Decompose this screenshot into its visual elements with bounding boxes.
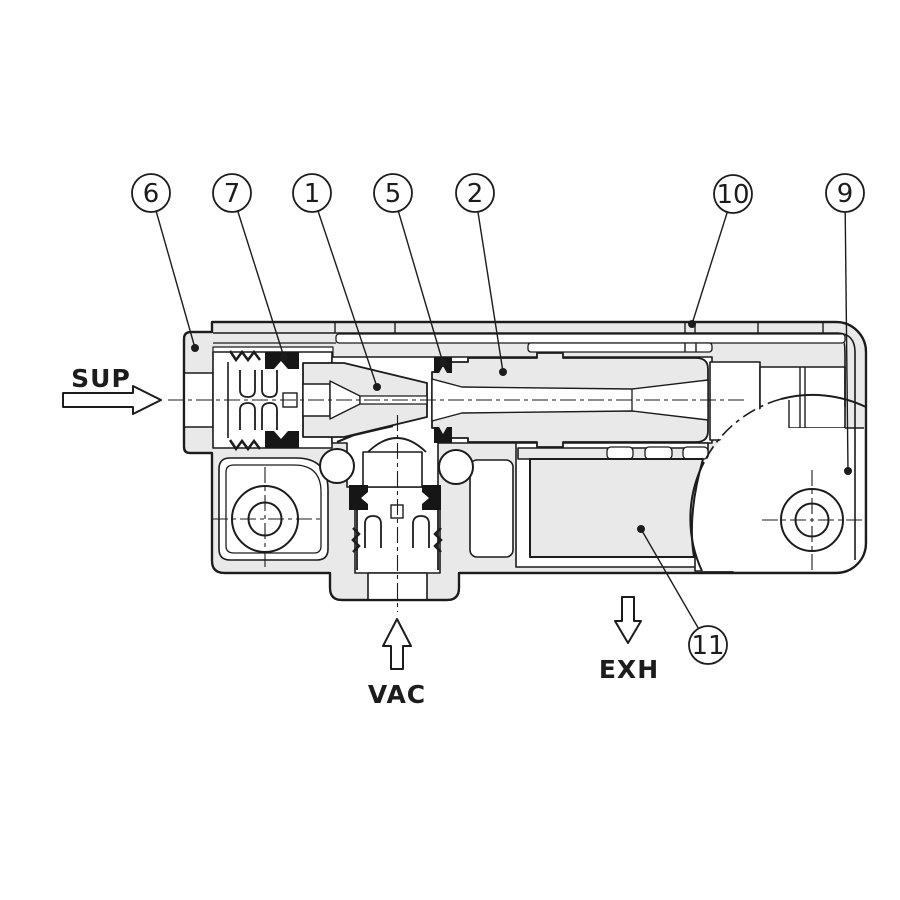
callout-6: 6 xyxy=(131,173,199,352)
callout-10: 10 xyxy=(688,174,753,328)
silencer-slot xyxy=(644,446,673,460)
silencer-slot xyxy=(682,446,709,460)
callout-number-11: 11 xyxy=(691,631,724,661)
vac-stem xyxy=(362,451,423,488)
callout-number-9: 9 xyxy=(837,179,854,209)
vac-seal-left xyxy=(349,485,368,510)
sup-grip-spring-bottom xyxy=(228,438,261,452)
vac-collet-finger xyxy=(412,515,430,548)
end-boss-arc xyxy=(689,393,867,572)
left-mounting-pocket-inner xyxy=(225,464,322,554)
sup-label: SUP xyxy=(71,364,131,393)
callout-11: 11 xyxy=(637,525,728,665)
check-valve-flapper xyxy=(336,424,394,444)
vacuum-passage-hole-left xyxy=(319,448,355,484)
sup-grip-spring-top xyxy=(228,349,261,363)
vacuum-passage-hole-right xyxy=(438,449,474,485)
vac-flow-arrow-icon xyxy=(382,618,412,670)
silencer-element xyxy=(529,458,704,558)
callout-balloon-2 xyxy=(455,173,495,213)
sup-flow-arrow-icon xyxy=(62,385,162,415)
callout-number-7: 7 xyxy=(224,179,241,209)
end-boss-face xyxy=(691,399,864,571)
callouts: 6 7 1 5 2 10 9 xyxy=(131,173,865,665)
cover-plate-lines xyxy=(213,322,864,560)
callout-1: 1 xyxy=(292,173,381,391)
exh-flow-arrow-icon xyxy=(614,596,642,644)
vac-grip-spring-right xyxy=(433,527,443,553)
callout-balloon-11 xyxy=(688,625,728,665)
vac-label: VAC xyxy=(368,680,426,709)
callout-balloon-9 xyxy=(825,173,865,213)
callout-balloon-7 xyxy=(212,173,252,213)
callout-number-1: 1 xyxy=(304,179,321,209)
callout-2: 2 xyxy=(455,173,507,376)
sup-seal-top xyxy=(265,352,299,369)
mounting-hole-right xyxy=(762,470,862,570)
callout-balloon-6 xyxy=(131,173,171,213)
callout-balloon-5 xyxy=(373,173,413,213)
shell-wrap-line xyxy=(843,342,846,407)
boss-arc-solid-right xyxy=(780,393,867,408)
centerlines xyxy=(168,399,745,612)
callout-9: 9 xyxy=(825,173,865,475)
body-outline-overstroke xyxy=(182,320,868,602)
pilot-channel xyxy=(527,342,713,353)
mounting-hole-left xyxy=(212,467,322,570)
mid-pocket xyxy=(469,459,514,558)
boss-arc-dashdot xyxy=(703,398,782,463)
sup-seal-bottom xyxy=(265,431,299,448)
port-annotations: SUP VAC EXH xyxy=(62,364,659,709)
sup-collet-finger xyxy=(239,370,256,398)
exh-label: EXH xyxy=(599,655,659,684)
upper-plate-channel xyxy=(335,333,846,344)
diffuser-seal-bottom xyxy=(434,427,452,443)
sup-collet-finger xyxy=(261,402,278,430)
sup-collet-finger xyxy=(261,370,278,398)
callout-balloon-10 xyxy=(713,174,753,214)
callout-number-6: 6 xyxy=(143,179,160,209)
callout-7: 7 xyxy=(212,173,288,361)
vac-collet-finger xyxy=(364,515,382,548)
vac-seal-right xyxy=(422,485,441,510)
callout-balloon-1 xyxy=(292,173,332,213)
silencer-slot xyxy=(606,446,634,460)
sup-collet-finger xyxy=(239,402,256,430)
boss-arc-solid-lower xyxy=(689,461,705,572)
fitting-internals xyxy=(227,362,474,570)
left-mounting-pocket xyxy=(218,457,329,561)
callout-number-10: 10 xyxy=(716,180,749,210)
callout-number-5: 5 xyxy=(385,179,402,209)
cover-plate-inner-line xyxy=(213,332,856,560)
callout-5: 5 xyxy=(373,173,447,367)
callout-number-2: 2 xyxy=(467,179,484,209)
